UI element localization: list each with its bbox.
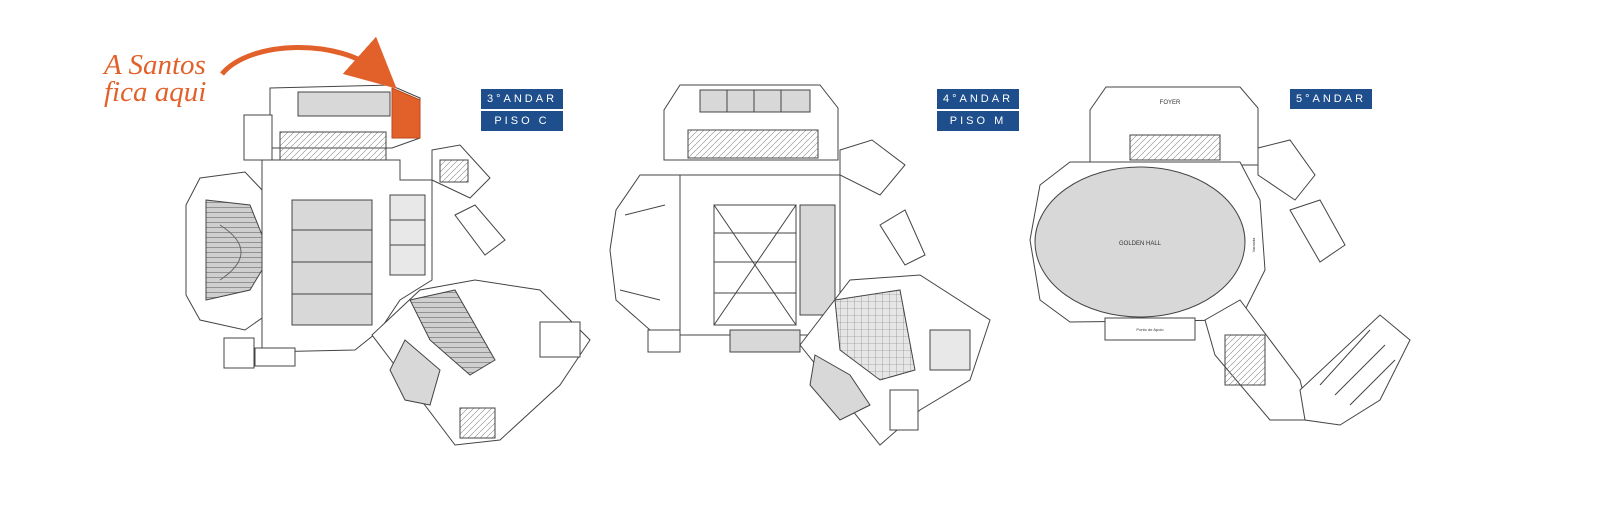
floor-badge-4: 4°ANDAR [937,89,1019,109]
varanda-label: Varanda [1251,237,1256,253]
floor-sub-badge-3: PISO C [481,111,563,131]
floor-badge-3: 3°ANDAR [481,89,563,109]
callout-line-1: A Santos [104,49,206,81]
callout-arrow [220,36,397,89]
ponto-de-apoio-label: Ponto de Apoio [1136,327,1164,332]
floor-badge-5: 5°ANDAR [1290,89,1372,109]
callout-line-2: fica aqui [104,76,207,108]
santos-highlight-area [391,87,421,139]
santos-callout: A Santos fica aqui [104,49,207,108]
floor-plan-4 [609,84,991,446]
golden-hall-label: GOLDEN HALL [1119,241,1162,247]
foyer-label: FOYER [1160,100,1181,106]
floor-plan-5 [1029,86,1411,426]
floor-sub-badge-4: PISO M [937,111,1019,131]
floor-plan-3 [185,84,591,446]
